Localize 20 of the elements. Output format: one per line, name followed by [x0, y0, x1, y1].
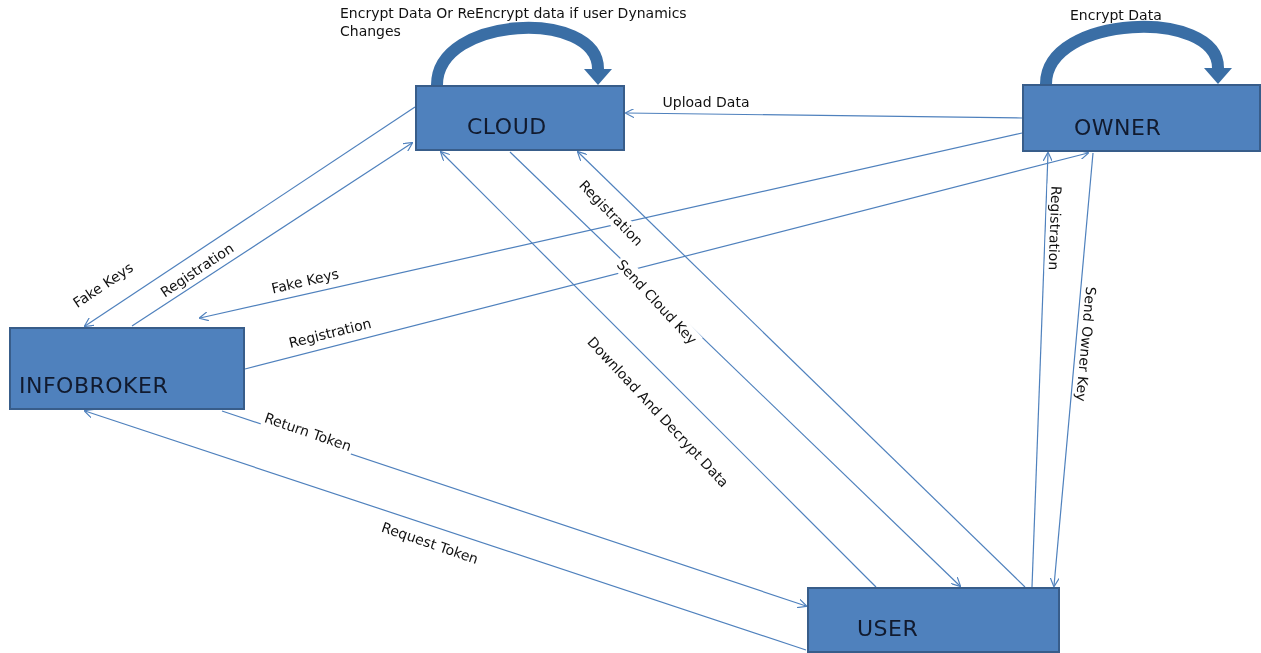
- entity-label: USER: [857, 616, 919, 641]
- entity-box: [415, 85, 625, 151]
- edge-label: Encrypt Data Or ReEncrypt data if user Dynamics Changes: [339, 4, 688, 41]
- arrow: [624, 108, 1023, 119]
- entity-label: OWNER: [1074, 115, 1162, 140]
- entity-label: CLOUD: [467, 114, 547, 139]
- arrow: [1031, 151, 1053, 588]
- edge-label: Encrypt Data: [1069, 6, 1163, 25]
- arrow: [244, 150, 1090, 370]
- arrow: [1049, 152, 1094, 588]
- arrow: [576, 150, 1026, 588]
- entity-box: [9, 327, 245, 410]
- arrow: [83, 408, 807, 651]
- arrow: [131, 141, 414, 327]
- arrow: [83, 106, 416, 328]
- entity-box: [1022, 84, 1261, 152]
- entity-label: INFOBROKER: [19, 373, 169, 398]
- arrow: [198, 132, 1023, 322]
- entity-box: [807, 587, 1060, 653]
- arrow: [439, 150, 877, 588]
